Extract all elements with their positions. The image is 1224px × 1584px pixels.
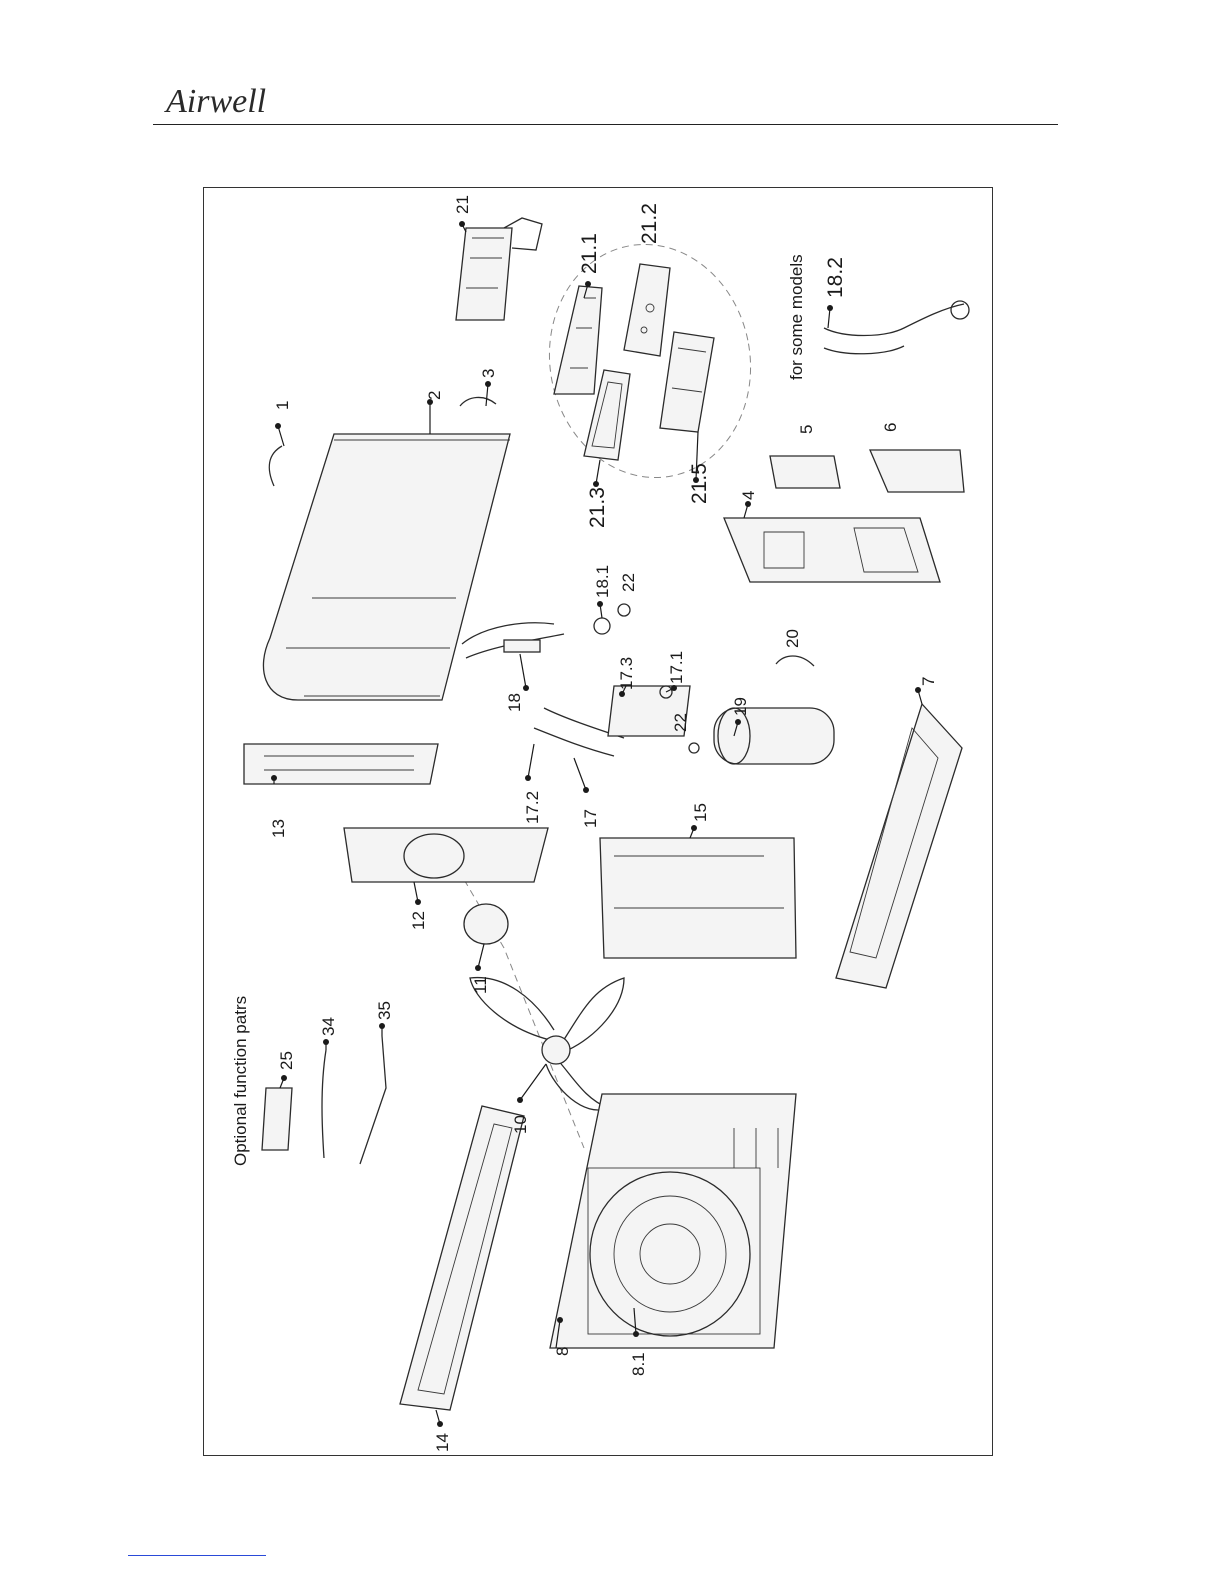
part-25-module xyxy=(262,1088,292,1150)
brand-logo-text: Airwell xyxy=(164,83,266,120)
label-22-b: 22 xyxy=(671,713,690,732)
label-20: 20 xyxy=(783,629,802,648)
label-18-1: 18.1 xyxy=(593,565,612,598)
footer-link-underline xyxy=(128,1555,266,1556)
label-8-1: 8.1 xyxy=(629,1352,648,1376)
label-21-1: 21.1 xyxy=(578,233,601,274)
part-2-condenser-coil xyxy=(263,434,510,700)
part-5-reactor xyxy=(770,456,840,488)
label-18-2: 18.2 xyxy=(824,257,847,298)
label-2: 2 xyxy=(425,391,444,400)
part-7-base-pan xyxy=(836,704,962,988)
label-25: 25 xyxy=(277,1051,296,1070)
some-models-caption: for some models xyxy=(787,254,806,380)
label-8: 8 xyxy=(553,1347,572,1356)
label-17: 17 xyxy=(581,809,600,828)
label-19: 19 xyxy=(731,697,750,716)
part-21-5-housing xyxy=(660,332,714,432)
label-18: 18 xyxy=(505,693,524,712)
label-21-3: 21.3 xyxy=(586,487,609,528)
part-4-mounting-plate xyxy=(724,518,940,582)
part-1-pipe xyxy=(269,446,282,486)
label-21-5: 21.5 xyxy=(688,463,711,504)
label-7: 7 xyxy=(919,677,938,686)
label-5: 5 xyxy=(797,425,816,434)
part-11-fan-motor xyxy=(464,904,508,944)
label-22-a: 22 xyxy=(619,573,638,592)
label-15: 15 xyxy=(691,803,710,822)
part-20-pipe xyxy=(776,656,814,666)
label-17-3: 17.3 xyxy=(617,657,636,690)
label-17-2: 17.2 xyxy=(523,791,542,824)
exploded-view-frame: 1 2 3 4 5 6 7 8 8.1 10 11 12 13 14 15 17… xyxy=(203,187,993,1456)
part-21-2-plate xyxy=(624,264,670,356)
part-6-cover xyxy=(870,450,964,492)
exploded-view-diagram: 1 2 3 4 5 6 7 8 8.1 10 11 12 13 14 15 17… xyxy=(204,188,992,1455)
part-10-fan-blade xyxy=(470,978,624,1110)
part-12-motor-support xyxy=(344,828,548,882)
part-21-control-box xyxy=(456,218,542,320)
part-18-2-valve-assembly xyxy=(824,301,969,354)
label-17-1: 17.1 xyxy=(667,651,686,684)
label-11: 11 xyxy=(471,976,490,994)
label-13: 13 xyxy=(269,819,288,838)
brand-logo: Airwell xyxy=(160,78,300,124)
header-rule xyxy=(153,124,1058,125)
label-10: 10 xyxy=(511,1115,530,1134)
label-12: 12 xyxy=(409,911,428,930)
label-3: 3 xyxy=(479,369,498,378)
optional-parts-caption: Optional function patrs xyxy=(231,996,250,1166)
label-35: 35 xyxy=(375,1001,394,1020)
label-34: 34 xyxy=(319,1017,338,1036)
part-15-partition-plate xyxy=(600,838,796,958)
label-14: 14 xyxy=(433,1433,452,1452)
part-18-valve-piping xyxy=(462,604,630,658)
part-14-side-panel xyxy=(400,1106,524,1410)
part-8-front-panel xyxy=(550,1094,796,1348)
part-3-pipe xyxy=(460,397,496,406)
label-21-2: 21.2 xyxy=(638,203,661,244)
part-34-sensor xyxy=(322,1050,326,1158)
label-4: 4 xyxy=(739,491,758,500)
part-21-1-board xyxy=(554,286,602,394)
label-21: 21 xyxy=(453,195,472,214)
label-6: 6 xyxy=(881,423,900,432)
part-35-heater xyxy=(360,1036,386,1164)
label-1: 1 xyxy=(273,401,292,410)
